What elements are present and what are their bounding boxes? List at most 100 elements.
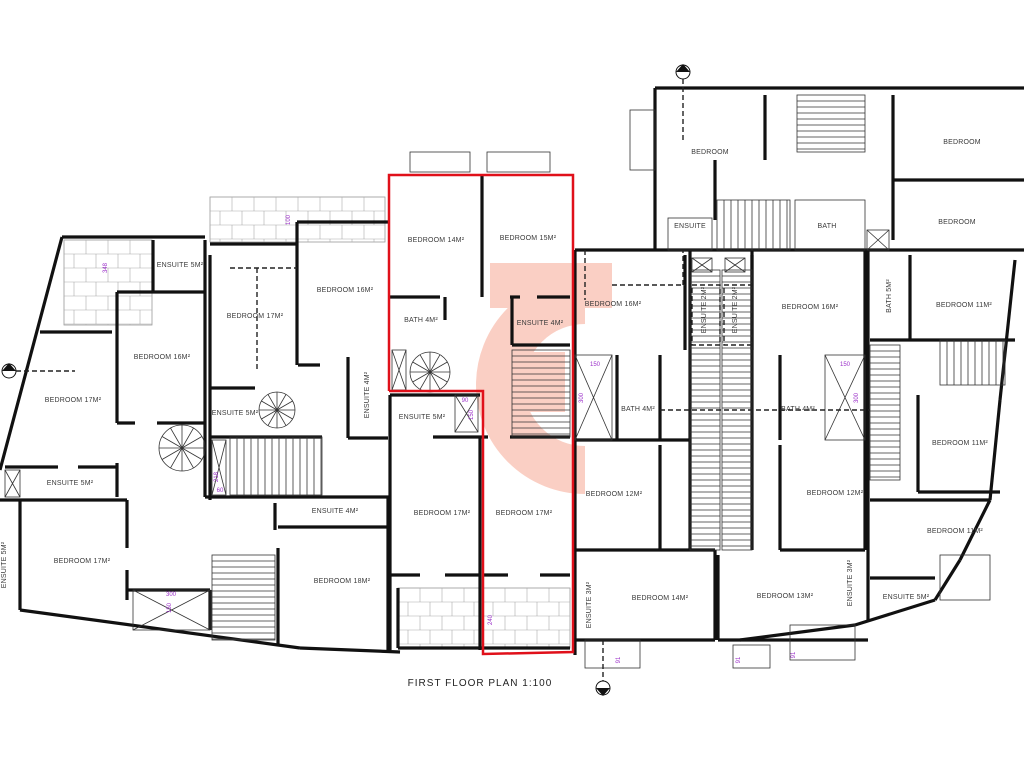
spiral-staircase [409, 351, 451, 393]
dimension-label: 60 [217, 488, 224, 494]
room-label: ENSUITE 4M² [364, 371, 371, 418]
lift-shaft [454, 394, 479, 433]
room-label: BATH 4M² [404, 317, 438, 324]
staircase [716, 199, 791, 251]
wall [988, 399, 1002, 501]
room-label: BEDROOM 16M² [585, 301, 642, 308]
balcony [794, 199, 866, 251]
room-label: ENSUITE 5M² [399, 414, 446, 421]
dimension-label: 300 [166, 592, 177, 598]
room-label: BEDROOM 17M² [54, 558, 111, 565]
dimension-label: 150 [840, 362, 851, 368]
staircase [211, 554, 276, 641]
lift-shaft [574, 354, 613, 441]
dimension-label: 100 [286, 214, 292, 225]
section-marker-top [675, 64, 691, 140]
spiral-staircase [258, 391, 296, 429]
staircase [229, 436, 323, 496]
dimension-label: 218 [214, 471, 220, 482]
room-label: BEDROOM 17M² [414, 510, 471, 517]
staircase [939, 339, 1006, 386]
room-label: BEDROOM 12M² [586, 491, 643, 498]
dimension-label: 91 [791, 651, 797, 658]
balcony [629, 109, 656, 171]
dimension-label: 91 [736, 656, 742, 663]
dimension-label: 91 [616, 656, 622, 663]
wall [933, 559, 962, 601]
room-label: BEDROOM 17M² [227, 313, 284, 320]
lift-shaft [211, 439, 227, 496]
dimension-label: 150 [167, 602, 173, 613]
staircase [796, 94, 866, 153]
room-label: ENSUITE 5M² [212, 410, 259, 417]
staircase [869, 344, 901, 481]
room-label: BEDROOM [938, 219, 976, 226]
staircase [511, 349, 571, 438]
wall [299, 646, 401, 654]
room-label: BEDROOM [691, 149, 729, 156]
balcony [584, 639, 641, 669]
room-label: BATH 5M² [886, 279, 893, 313]
room-label: BEDROOM [943, 139, 981, 146]
room-label: BEDROOM 16M² [782, 304, 839, 311]
dimension-label: 348 [103, 262, 109, 273]
balcony [732, 644, 771, 669]
ensuite-outline [723, 284, 753, 346]
balcony [789, 624, 856, 661]
room-label: ENSUITE [674, 223, 706, 230]
room-label: BEDROOM 18M² [314, 578, 371, 585]
wall [998, 259, 1017, 401]
room-labels: ENSUITE 5M² BEDROOM 17M² BEDROOM 16M² BEDRO… [1, 139, 992, 628]
room-label: BATH 4M² [781, 406, 815, 413]
room-label: BEDROOM 14M² [408, 237, 465, 244]
room-label: BEDROOM 17M² [45, 397, 102, 404]
room-label: BEDROOM 15M² [500, 235, 557, 242]
staircase [689, 269, 721, 551]
wall [739, 623, 856, 642]
room-label: ENSUITE 4M² [312, 508, 359, 515]
lift-shaft [132, 589, 211, 631]
room-label: BEDROOM 12M² [807, 490, 864, 497]
lift-shaft [4, 469, 21, 498]
balcony [486, 151, 551, 173]
room-label: BEDROOM 14M² [632, 595, 689, 602]
wall [0, 236, 64, 471]
section-marker-bottom [595, 640, 611, 696]
section-marker-left [1, 363, 75, 379]
room-label: ENSUITE 4M² [517, 320, 564, 327]
plan-title: FIRST FLOOR PLAN 1:100 [408, 678, 553, 689]
room-label: ENSUITE 5M² [1, 541, 8, 588]
room-label: ENSUITE 2M² [732, 286, 739, 333]
highlighted-unit-outline [387, 173, 575, 656]
room-label: BEDROOM 16M² [317, 287, 374, 294]
dimension-label: 150 [590, 362, 601, 368]
lift-shaft [824, 354, 866, 441]
wall [958, 499, 992, 561]
room-label: ENSUITE 5M² [47, 480, 94, 487]
room-label: BEDROOM 11M² [927, 528, 983, 535]
room-label: BEDROOM 11M² [936, 302, 992, 309]
ensuite-outline [691, 284, 721, 346]
dimension-label: 150 [469, 409, 475, 420]
balcony [667, 217, 713, 251]
dimension-label: 300 [579, 392, 585, 403]
balcony [939, 554, 991, 601]
room-label: ENSUITE 3M² [586, 581, 593, 628]
room-label: BATH [818, 223, 837, 230]
wall [19, 608, 301, 650]
room-label: ENSUITE 2M² [701, 286, 708, 333]
room-label: BATH 4M² [621, 406, 655, 413]
dimension-label: 90 [462, 398, 469, 404]
dimension-label: 240 [488, 614, 494, 625]
dimension-label: 300 [854, 392, 860, 403]
room-label: ENSUITE 5M² [157, 262, 204, 269]
spiral-staircase [158, 424, 206, 472]
wall [854, 598, 936, 627]
fixtures [4, 94, 1006, 669]
lift-shaft [391, 349, 407, 391]
room-label: ENSUITE 3M² [847, 559, 854, 606]
room-label: BEDROOM 17M² [496, 510, 553, 517]
room-label: BEDROOM 13M² [757, 593, 814, 600]
